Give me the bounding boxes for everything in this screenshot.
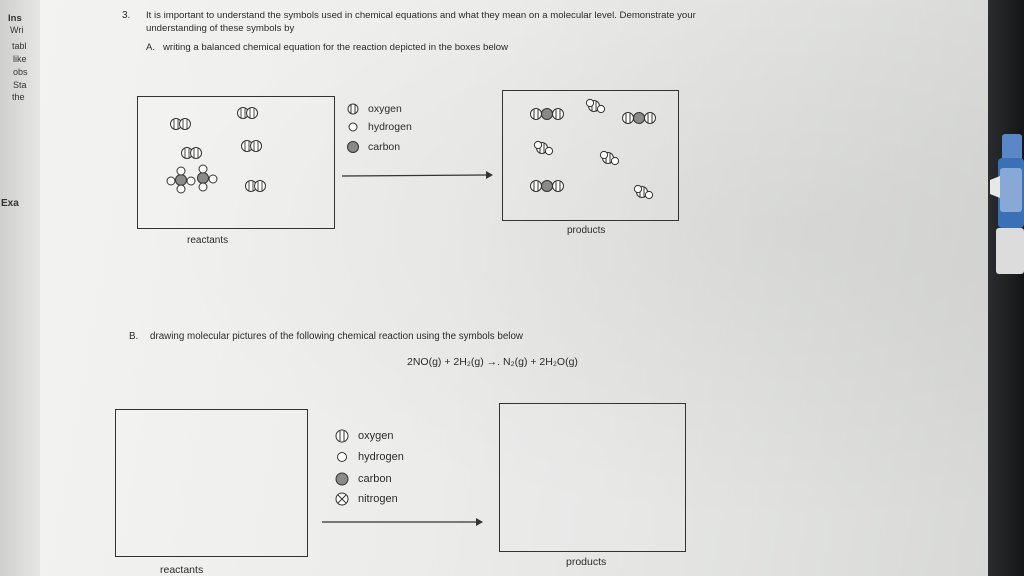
part-b-label: B. <box>129 331 139 342</box>
legend-label: oxygen <box>358 430 394 442</box>
nitrogen-atom-icon <box>335 492 349 506</box>
legend-label: nitrogen <box>358 493 398 505</box>
legend-a-carbon: carbon <box>346 141 400 153</box>
reactants-box-b <box>115 409 308 557</box>
margin-fragment: the <box>12 92 25 102</box>
marker-pen <box>990 134 1024 274</box>
products-label-b: products <box>566 556 607 568</box>
left-page-edge: Ins Wri tabl like obs Sta the Exa <box>0 0 40 576</box>
margin-fragment: Sta <box>13 80 27 90</box>
product-molecules-drawing <box>530 98 656 200</box>
products-box-b <box>499 403 686 552</box>
reactants-label-a: reactants <box>187 235 229 246</box>
legend-b-oxygen: oxygen <box>334 429 393 443</box>
legend-label: carbon <box>358 473 392 485</box>
margin-fragment: Ins <box>8 13 22 24</box>
legend-a-oxygen: oxygen <box>346 103 402 115</box>
part-a-text: writing a balanced chemical equation for… <box>163 42 509 53</box>
legend-b-carbon: carbon <box>334 472 392 486</box>
oxygen-atom-icon <box>335 429 349 443</box>
reaction-arrow-a <box>341 171 493 179</box>
carbon-atom-icon <box>335 472 349 486</box>
margin-fragment: tabl <box>12 41 27 51</box>
legend-a-hydrogen: hydrogen <box>346 121 412 133</box>
reactants-box-a <box>137 96 335 229</box>
margin-fragment: Wri <box>10 25 24 35</box>
legend-label: carbon <box>368 141 401 153</box>
question-text-line1: It is important to understand the symbol… <box>146 10 696 21</box>
part-a-label: A. <box>146 42 156 53</box>
question-text-line2: understanding of these symbols by <box>146 23 295 34</box>
legend-label: oxygen <box>368 103 402 115</box>
hydrogen-atom-icon <box>348 122 358 132</box>
part-b-equation: 2NO(g) + 2H₂(g) →. N₂(g) + 2H₂O(g) <box>407 356 578 368</box>
question-number: 3. <box>122 10 131 21</box>
legend-b-hydrogen: hydrogen <box>334 450 404 464</box>
hydrogen-atom-icon <box>337 452 347 462</box>
oxygen-atom-icon <box>347 103 359 115</box>
reaction-arrow-b <box>322 518 483 526</box>
legend-label: hydrogen <box>368 121 412 133</box>
legend-label: hydrogen <box>358 451 404 463</box>
margin-fragment: like <box>13 54 27 64</box>
margin-fragment: obs <box>13 67 28 77</box>
carbon-atom-icon <box>347 141 359 153</box>
legend-b-nitrogen: nitrogen <box>334 492 398 506</box>
margin-fragment: Exa <box>1 198 19 209</box>
products-label-a: products <box>567 225 606 236</box>
part-b-text: drawing molecular pictures of the follow… <box>150 331 524 342</box>
reactants-label-b: reactants <box>160 564 204 576</box>
dark-background-right <box>988 0 1024 576</box>
reactant-molecules-drawing <box>166 107 266 194</box>
